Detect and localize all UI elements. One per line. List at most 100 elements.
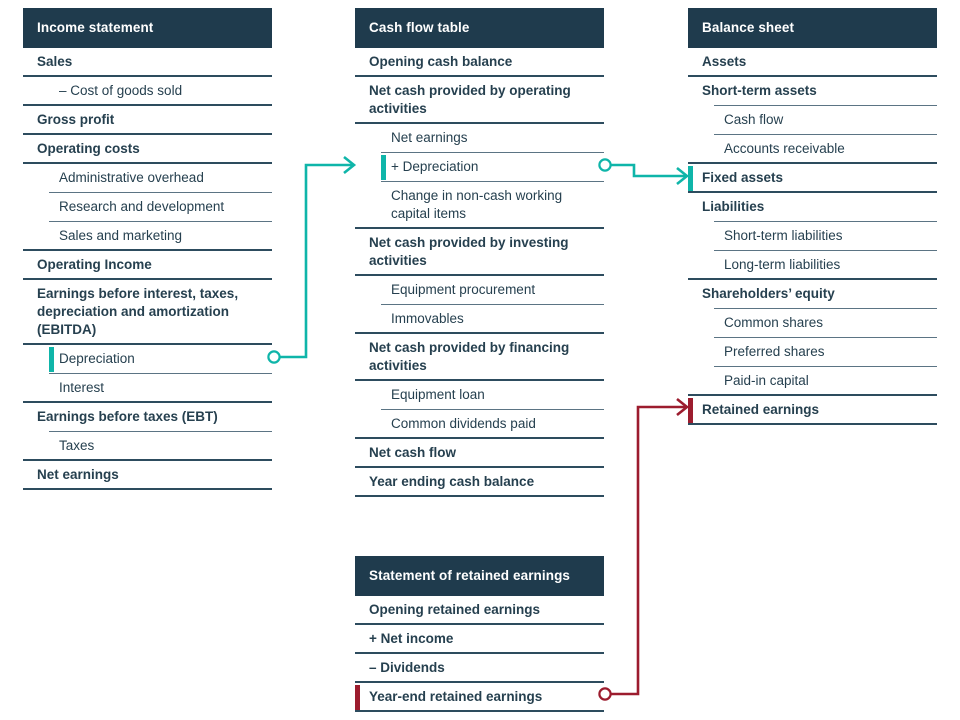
row-separator xyxy=(355,122,604,124)
row-net-income: + Net income xyxy=(355,625,604,654)
row-label: Net cash provided by operating activitie… xyxy=(369,83,571,116)
row-label: Opening cash balance xyxy=(369,54,513,69)
row-separator xyxy=(355,623,604,625)
row-list-statement-of-retained-earnings: Opening retained earnings + Net income – D… xyxy=(355,596,604,712)
row-common-dividends-paid: Common dividends paid xyxy=(355,410,604,439)
row-label: Opening retained earnings xyxy=(369,602,541,617)
row-label: Long-term liabilities xyxy=(724,257,841,272)
row-separator xyxy=(49,431,272,432)
row-research-and-development: Research and development xyxy=(23,193,272,222)
row-label: Assets xyxy=(702,54,747,69)
row-separator xyxy=(688,278,937,280)
row-label: Gross profit xyxy=(37,112,115,127)
row-cash-flow: Cash flow xyxy=(688,106,937,135)
row-label: + Net income xyxy=(369,631,454,646)
panel-title-cash-flow-table: Cash flow table xyxy=(355,8,604,48)
row-label: Cash flow xyxy=(724,112,784,127)
row-short-term-assets: Short-term assets xyxy=(688,77,937,106)
row-net-cash-flow: Net cash flow xyxy=(355,439,604,468)
row-label: Common shares xyxy=(724,315,824,330)
row-paid-in-capital: Paid-in capital xyxy=(688,367,937,396)
row-separator xyxy=(23,459,272,461)
connector-cashflow-to-fixed-assets xyxy=(598,158,690,186)
row-net-cash-provided-by-financing-activities: Net cash provided by financing activitie… xyxy=(355,334,604,381)
row-separator xyxy=(23,249,272,251)
row-label: Common dividends paid xyxy=(391,416,536,431)
row-label: Net cash provided by investing activitie… xyxy=(369,235,569,268)
row-separator xyxy=(49,373,272,374)
row-label: Year-end retained earnings xyxy=(369,689,543,704)
row-label: Administrative overhead xyxy=(59,170,204,185)
row-net-earnings: Net earnings xyxy=(355,124,604,153)
row-separator xyxy=(381,409,604,410)
row-label: Accounts receivable xyxy=(724,141,845,156)
row-label: Liabilities xyxy=(702,199,765,214)
row-gross-profit: Gross profit xyxy=(23,106,272,135)
row-label: Net earnings xyxy=(391,130,468,145)
row-equipment-loan: Equipment loan xyxy=(355,381,604,410)
row-year-end-retained-earnings: Year-end retained earnings xyxy=(355,683,604,712)
row-preferred-shares: Preferred shares xyxy=(688,338,937,367)
row-separator xyxy=(23,488,272,490)
row-long-term-liabilities: Long-term liabilities xyxy=(688,251,937,280)
row-label: Interest xyxy=(59,380,105,395)
row-separator xyxy=(23,75,272,77)
row-dividends: – Dividends xyxy=(355,654,604,683)
row-separator xyxy=(355,437,604,439)
row-separator xyxy=(714,308,937,309)
row-separator xyxy=(355,681,604,683)
panel-income-statement: Income statement Sales– Cost of goods so… xyxy=(23,8,272,490)
row-label: Research and development xyxy=(59,199,225,214)
row-label: Short-term assets xyxy=(702,83,817,98)
row-separator xyxy=(355,75,604,77)
row-highlight-marker-teal xyxy=(688,166,693,191)
row-label: Earnings before interest, taxes, depreci… xyxy=(37,286,239,337)
row-sales-and-marketing: Sales and marketing xyxy=(23,222,272,251)
row-label: – Cost of goods sold xyxy=(59,83,183,98)
row-highlight-marker-teal xyxy=(49,347,54,372)
row-separator xyxy=(23,278,272,280)
connector-retained-earnings xyxy=(598,397,690,701)
row-highlight-marker-red xyxy=(355,685,360,710)
row-separator xyxy=(714,134,937,135)
row-separator xyxy=(688,191,937,193)
row-label: Sales and marketing xyxy=(59,228,183,243)
row-label: Operating costs xyxy=(37,141,140,156)
row-separator xyxy=(688,75,937,77)
row-separator xyxy=(355,379,604,381)
row-separator xyxy=(23,133,272,135)
row-separator xyxy=(355,332,604,334)
row-separator xyxy=(688,394,937,396)
row-operating-costs: Operating costs xyxy=(23,135,272,164)
row-label: Paid-in capital xyxy=(724,373,809,388)
row-label: Net earnings xyxy=(37,467,119,482)
panel-statement-of-retained-earnings: Statement of retained earnings Opening r… xyxy=(355,556,604,712)
row-earnings-before-taxes-ebt: Earnings before taxes (EBT) xyxy=(23,403,272,432)
row-label: Equipment procurement xyxy=(391,282,536,297)
row-separator xyxy=(381,152,604,153)
row-opening-cash-balance: Opening cash balance xyxy=(355,48,604,77)
row-separator xyxy=(355,227,604,229)
row-net-earnings: Net earnings xyxy=(23,461,272,490)
row-earnings-before-interest-taxes-depreciation-and-: Earnings before interest, taxes, depreci… xyxy=(23,280,272,345)
row-depreciation: + Depreciation xyxy=(355,153,604,182)
panel-title-balance-sheet: Balance sheet xyxy=(688,8,937,48)
row-administrative-overhead: Administrative overhead xyxy=(23,164,272,193)
row-label: Net cash flow xyxy=(369,445,457,460)
row-label: Net cash provided by financing activitie… xyxy=(369,340,570,373)
row-label: Preferred shares xyxy=(724,344,825,359)
row-label: Earnings before taxes (EBT) xyxy=(37,409,218,424)
row-separator xyxy=(355,466,604,468)
panel-title-income-statement: Income statement xyxy=(23,8,272,48)
row-separator xyxy=(714,250,937,251)
row-separator xyxy=(49,221,272,222)
row-immovables: Immovables xyxy=(355,305,604,334)
row-separator xyxy=(381,181,604,182)
row-separator xyxy=(23,162,272,164)
row-label: + Depreciation xyxy=(391,159,479,174)
row-separator xyxy=(714,337,937,338)
